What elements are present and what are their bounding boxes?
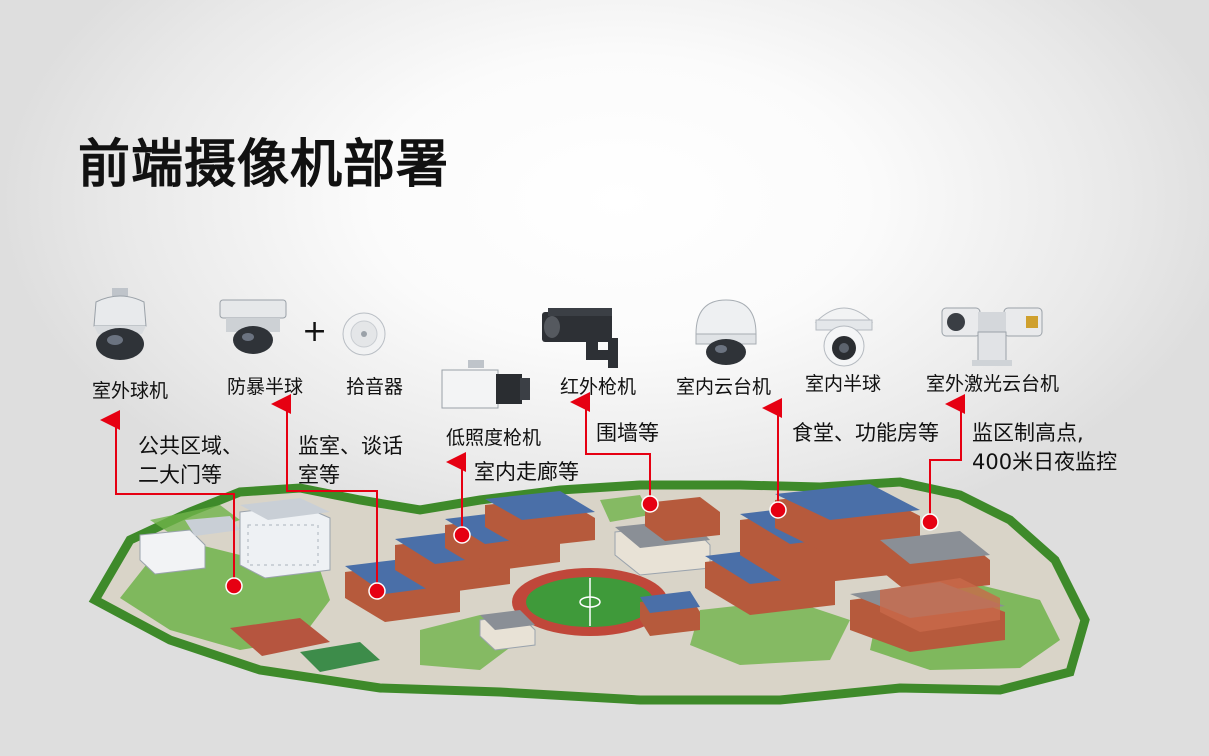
speed-dome-camera-icon bbox=[93, 288, 147, 360]
microphone-pickup-icon bbox=[342, 312, 386, 356]
laser-ptz-camera-icon bbox=[941, 307, 1043, 366]
plus-sign: + bbox=[302, 314, 328, 349]
mini-dome-camera-icon bbox=[219, 299, 287, 354]
location-label-wall: 围墙等 bbox=[596, 421, 659, 445]
turret-camera-icon bbox=[814, 307, 874, 367]
box-camera-icon bbox=[441, 360, 530, 409]
connector-wall bbox=[570, 392, 651, 503]
camera-label-low-light-bullet: 低照度枪机 bbox=[446, 427, 542, 449]
camera-label-indoor-ptz: 室内云台机 bbox=[676, 376, 772, 398]
sports-field bbox=[512, 568, 668, 636]
camera-label-indoor-dome: 室内半球 bbox=[805, 373, 882, 395]
camera-label-pickup: 拾音器 bbox=[346, 376, 404, 398]
page-title: 前端摄像机部署 bbox=[78, 135, 450, 195]
ir-bullet-camera-icon bbox=[542, 308, 618, 368]
dot-public-area bbox=[225, 577, 243, 595]
location-label-high-point: 监区制高点, 400米日夜监控 bbox=[972, 421, 1118, 474]
dot-wall bbox=[641, 495, 659, 513]
connector-public-area bbox=[100, 410, 235, 585]
courts bbox=[230, 618, 380, 672]
buildings bbox=[139, 484, 1005, 652]
dot-corridor bbox=[453, 526, 471, 544]
location-label-corridor: 室内走廊等 bbox=[474, 460, 579, 484]
dot-high-point bbox=[921, 513, 939, 531]
dot-canteen bbox=[769, 501, 787, 519]
camera-label-ir-bullet: 红外枪机 bbox=[560, 376, 637, 398]
connector-high-point bbox=[929, 394, 965, 522]
camera-label-anti-riot-dome: 防暴半球 bbox=[227, 376, 304, 398]
indoor-dome-camera-icon bbox=[695, 299, 757, 365]
location-label-monitoring-room: 监室、谈话 室等 bbox=[298, 434, 403, 487]
connector-monitoring-room bbox=[271, 394, 378, 590]
connector-lines bbox=[100, 392, 965, 590]
camera-label-outdoor-speed-dome: 室外球机 bbox=[92, 380, 169, 402]
location-label-public-area: 公共区域、 二大门等 bbox=[138, 434, 243, 487]
location-dots bbox=[225, 495, 939, 600]
dot-monitoring-room bbox=[368, 582, 386, 600]
location-label-canteen: 食堂、功能房等 bbox=[792, 421, 939, 445]
camera-label-outdoor-laser-ptz: 室外激光云台机 bbox=[926, 373, 1060, 395]
